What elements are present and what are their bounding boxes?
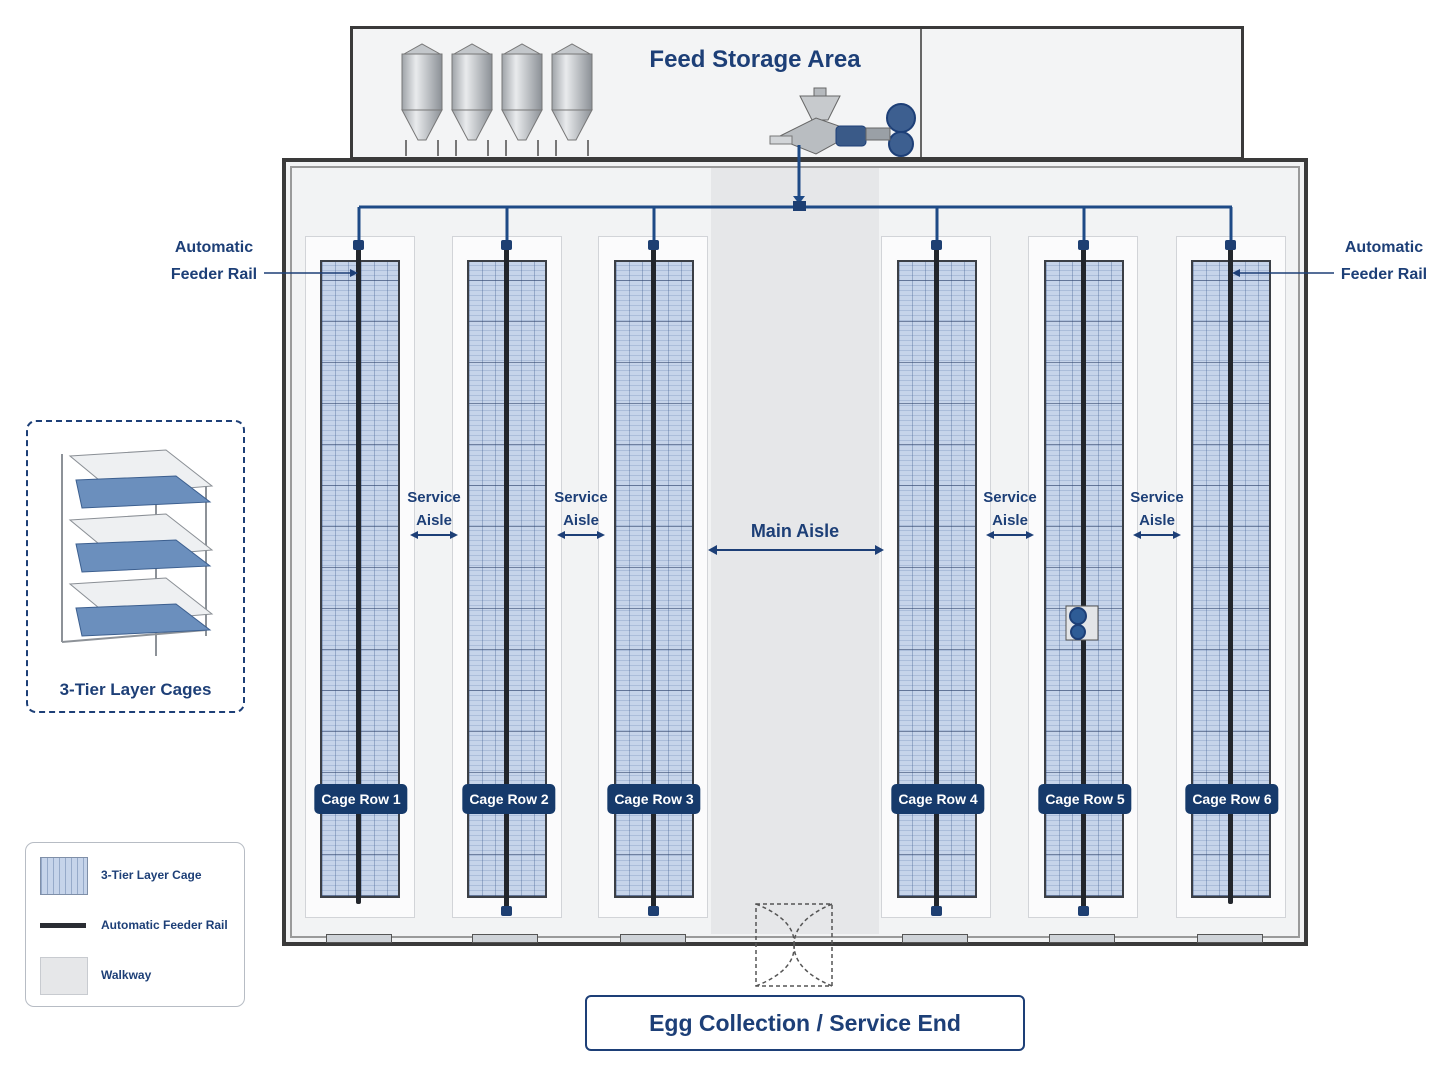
feeder-rail-label-line1: Automatic: [1344, 239, 1424, 256]
service-aisle-label: Service Aisle: [1123, 486, 1191, 532]
cage-row-label: Cage Row 2: [462, 784, 556, 814]
silo-icon: [451, 43, 493, 156]
double-arrow-icon: [410, 531, 458, 539]
service-aisle-line2: Aisle: [416, 512, 452, 529]
window: [1049, 934, 1115, 943]
main-aisle-label: Main Aisle: [750, 521, 840, 541]
feed-storage-title: Feed Storage Area: [649, 46, 861, 73]
double-arrow-icon: [708, 545, 884, 555]
service-aisle-line1: Service: [554, 489, 608, 506]
junction-icon: [793, 201, 806, 211]
double-arrow-icon: [1133, 531, 1181, 539]
window: [902, 934, 968, 943]
window: [1197, 934, 1263, 943]
feed-storage-divider: [920, 29, 922, 157]
feeder-rail: [651, 244, 656, 912]
service-aisle-line2: Aisle: [563, 512, 599, 529]
service-aisle-label: Service Aisle: [400, 486, 468, 532]
cage-detail-title: 3-Tier Layer Cages: [59, 680, 212, 699]
feeder-rail-pointer-left: [264, 269, 358, 277]
cage-tier: [68, 577, 214, 637]
feeder-rail-label-right: Automatic Feeder Rail: [1330, 234, 1438, 288]
cage-row-label: Cage Row 3: [607, 784, 701, 814]
legend-label: 3-Tier Layer Cage: [101, 868, 202, 882]
rail-cap: [501, 240, 512, 250]
feeder-rail: [934, 244, 939, 912]
feeder-rail-label-line1: Automatic: [174, 239, 254, 256]
feed-auger-icon: [769, 87, 916, 157]
cage-row-label: Cage Row 5: [1038, 784, 1132, 814]
service-aisle-label: Service Aisle: [976, 486, 1044, 532]
service-aisle-line1: Service: [983, 489, 1037, 506]
feeder-rail: [1081, 244, 1086, 912]
cage-tier: [68, 513, 214, 573]
arrow-down-icon: [793, 196, 805, 204]
silo-icon: [401, 43, 443, 156]
layer-cage-illustration-icon: [61, 449, 214, 656]
service-aisle-line1: Service: [1130, 489, 1184, 506]
double-arrow-icon: [557, 531, 605, 539]
rail-cap: [931, 906, 942, 916]
window: [620, 934, 686, 943]
rail-cap: [648, 906, 659, 916]
service-aisle-line2: Aisle: [1139, 512, 1175, 529]
silo-icon: [501, 43, 543, 156]
feed-equipment: [401, 43, 916, 157]
feed-distribution-line: [357, 145, 1233, 240]
legend: 3-Tier Layer Cage Automatic Feeder Rail …: [25, 842, 245, 1007]
rail-cap: [1225, 240, 1236, 250]
rail-cap: [353, 240, 364, 250]
legend-label: Automatic Feeder Rail: [101, 918, 228, 932]
feeder-motor-icon: [1065, 605, 1099, 641]
feeder-rail-label-line2: Feeder Rail: [1340, 266, 1428, 283]
rail-cap: [1078, 240, 1089, 250]
legend-label: Walkway: [101, 968, 152, 982]
window: [472, 934, 538, 943]
double-door-icon: [755, 903, 833, 987]
cage-swatch-icon: [40, 857, 88, 895]
double-arrow-icon: [986, 531, 1034, 539]
feeder-rail-label-left: Automatic Feeder Rail: [160, 234, 268, 288]
rail-swatch-icon: [40, 923, 86, 928]
service-aisle-line2: Aisle: [992, 512, 1028, 529]
feeder-rail-pointer-right: [1232, 269, 1334, 277]
service-aisle-label: Service Aisle: [547, 486, 615, 532]
feeder-rail-label-line2: Feeder Rail: [170, 266, 258, 283]
feeder-rail: [1228, 244, 1233, 904]
silo-icon: [551, 43, 593, 156]
rail-cap: [1078, 906, 1089, 916]
service-aisle-line1: Service: [407, 489, 461, 506]
cage-row-label: Cage Row 6: [1185, 784, 1279, 814]
feeder-rail: [504, 244, 509, 912]
cage-row-label: Cage Row 1: [314, 784, 408, 814]
rail-cap: [648, 240, 659, 250]
cage-row-label: Cage Row 4: [891, 784, 985, 814]
cage-tier: [68, 449, 214, 509]
rail-cap: [501, 906, 512, 916]
window: [326, 934, 392, 943]
feeder-rail: [356, 244, 361, 904]
walkway-swatch-icon: [40, 957, 88, 995]
rail-cap: [931, 240, 942, 250]
service-end-label: Egg Collection / Service End: [585, 995, 1025, 1051]
